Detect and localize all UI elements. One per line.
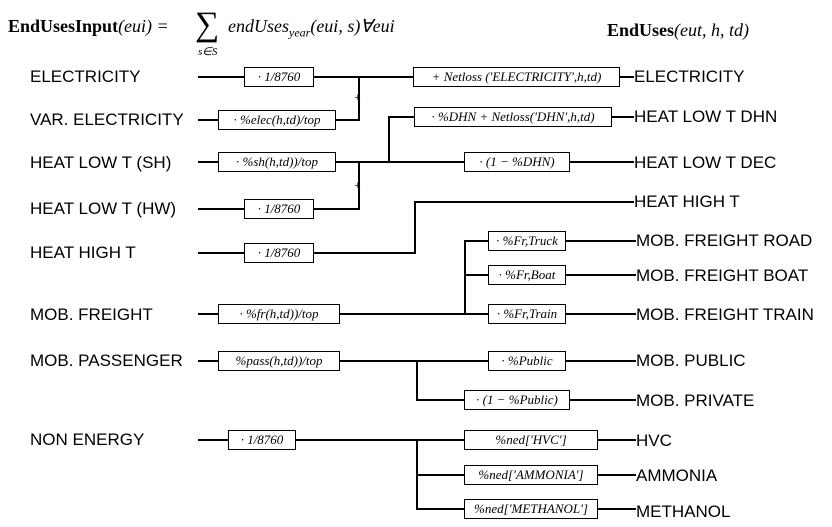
box-dec: · (1 − %DHN) <box>464 152 570 172</box>
line-sh-in <box>198 161 218 163</box>
output-mob-freight-boat: MOB. FREIGHT BOAT <box>636 266 809 285</box>
line-methanol-out <box>598 508 636 510</box>
header-right-args: (eut, h, td) <box>674 20 750 40</box>
box-net-loss: + Netloss ('ELECTRICITY',h,td) <box>413 67 620 87</box>
box-elec-in: · 1/8760 <box>244 67 314 87</box>
line-elec-out <box>620 76 634 78</box>
line-heat-split <box>388 116 390 163</box>
line-truck-branch <box>464 240 488 242</box>
header-left-bold: EndUsesInput <box>8 16 119 36</box>
output-hvc: HVC <box>636 431 672 450</box>
line-private-out <box>570 399 636 401</box>
box-private: · (1 − %Public) <box>464 390 570 410</box>
line-dhn-out <box>612 116 634 118</box>
box-truck: · %Fr,Truck <box>488 231 566 251</box>
output-heat-low-t-dec: HEAT LOW T DEC <box>634 153 777 172</box>
line-hh-to-out <box>414 201 634 203</box>
line-hw-out <box>314 208 360 210</box>
input-heat-high-t: HEAT HIGH T <box>30 243 136 262</box>
output-electricity: ELECTRICITY <box>634 67 745 86</box>
line-hh-out <box>314 252 416 254</box>
box-fr: · %fr(h,td))/top <box>218 304 340 324</box>
input-mob-passenger: MOB. PASSENGER <box>30 351 183 370</box>
box-ammonia: %ned['AMMONIA'] <box>464 465 598 485</box>
header-sum-expr: endUsesyear(eui, s)∀eui <box>228 16 395 40</box>
line-ammonia-branch <box>416 474 464 476</box>
line-hw-up <box>358 161 360 210</box>
input-heat-low-t-hw: HEAT LOW T (HW) <box>30 199 177 218</box>
line-private-branch <box>416 399 464 401</box>
header-left-var: (eui) = <box>118 16 169 36</box>
header-sigma: ∑ <box>195 6 220 43</box>
output-heat-low-t-dhn: HEAT LOW T DHN <box>634 107 778 126</box>
input-var-electricity: VAR. ELECTRICITY <box>30 110 184 129</box>
line-ammonia-out <box>598 474 636 476</box>
line-train-out <box>566 313 636 315</box>
line-fr-in <box>198 313 218 315</box>
box-var-elec: · %elec(h,td)/top <box>218 110 336 130</box>
line-truck-out <box>566 240 636 242</box>
line-hw-in <box>198 208 244 210</box>
output-mob-public: MOB. PUBLIC <box>636 351 746 370</box>
output-ammonia: AMMONIA <box>636 466 718 485</box>
output-mob-private: MOB. PRIVATE <box>636 391 755 410</box>
input-mob-freight: MOB. FREIGHT <box>30 305 153 324</box>
header-sigma-sub: s∈S <box>198 46 218 58</box>
line-fr-out <box>340 313 488 315</box>
line-var-elec-up <box>358 76 360 121</box>
box-boat: · %Fr,Boat <box>488 265 566 285</box>
output-mob-freight-road: MOB. FREIGHT ROAD <box>636 231 813 250</box>
box-train: · %Fr,Train <box>488 304 566 324</box>
box-ne: · 1/8760 <box>228 430 296 450</box>
box-methanol: %ned['METHANOL'] <box>464 499 598 519</box>
header-right-bold: EndUses <box>607 20 675 40</box>
box-hh: · 1/8760 <box>244 243 314 263</box>
input-electricity: ELECTRICITY <box>30 67 141 86</box>
box-dhn: · %DHN + Netloss('DHN',h,td) <box>414 107 612 127</box>
plus-sign-2: + <box>354 178 361 192</box>
line-dhn-branch <box>388 116 414 118</box>
line-var-elec-out <box>336 119 360 121</box>
box-sh: · %sh(h,td))/top <box>218 152 336 172</box>
line-pass-in <box>198 360 218 362</box>
input-heat-low-t-sh: HEAT LOW T (SH) <box>30 153 172 172</box>
output-mob-freight-train: MOB. FREIGHT TRAIN <box>636 305 814 324</box>
line-boat-out <box>566 274 636 276</box>
line-pass-split <box>416 360 418 401</box>
input-non-energy: NON ENERGY <box>30 430 145 449</box>
box-pass: %pass(h,td))/top <box>218 351 340 371</box>
line-boat-branch <box>464 274 488 276</box>
line-methanol-branch <box>416 508 464 510</box>
output-methanol: METHANOL <box>636 502 731 521</box>
box-hvc: %ned['HVC'] <box>464 430 598 450</box>
line-ne-in <box>198 439 228 441</box>
header-left-equation: EndUsesInput(eui) = <box>8 16 169 37</box>
plus-sign-1: + <box>354 90 361 104</box>
line-fr-split <box>464 240 466 315</box>
header-right-equation: EndUses(eut, h, td) <box>607 20 749 41</box>
box-public: · %Public <box>488 351 566 371</box>
line-hh-in <box>198 252 244 254</box>
box-hw: · 1/8760 <box>244 199 314 219</box>
line-hh-up <box>414 201 416 254</box>
output-heat-high-t: HEAT HIGH T <box>634 192 740 211</box>
line-var-elec-in <box>198 119 218 121</box>
